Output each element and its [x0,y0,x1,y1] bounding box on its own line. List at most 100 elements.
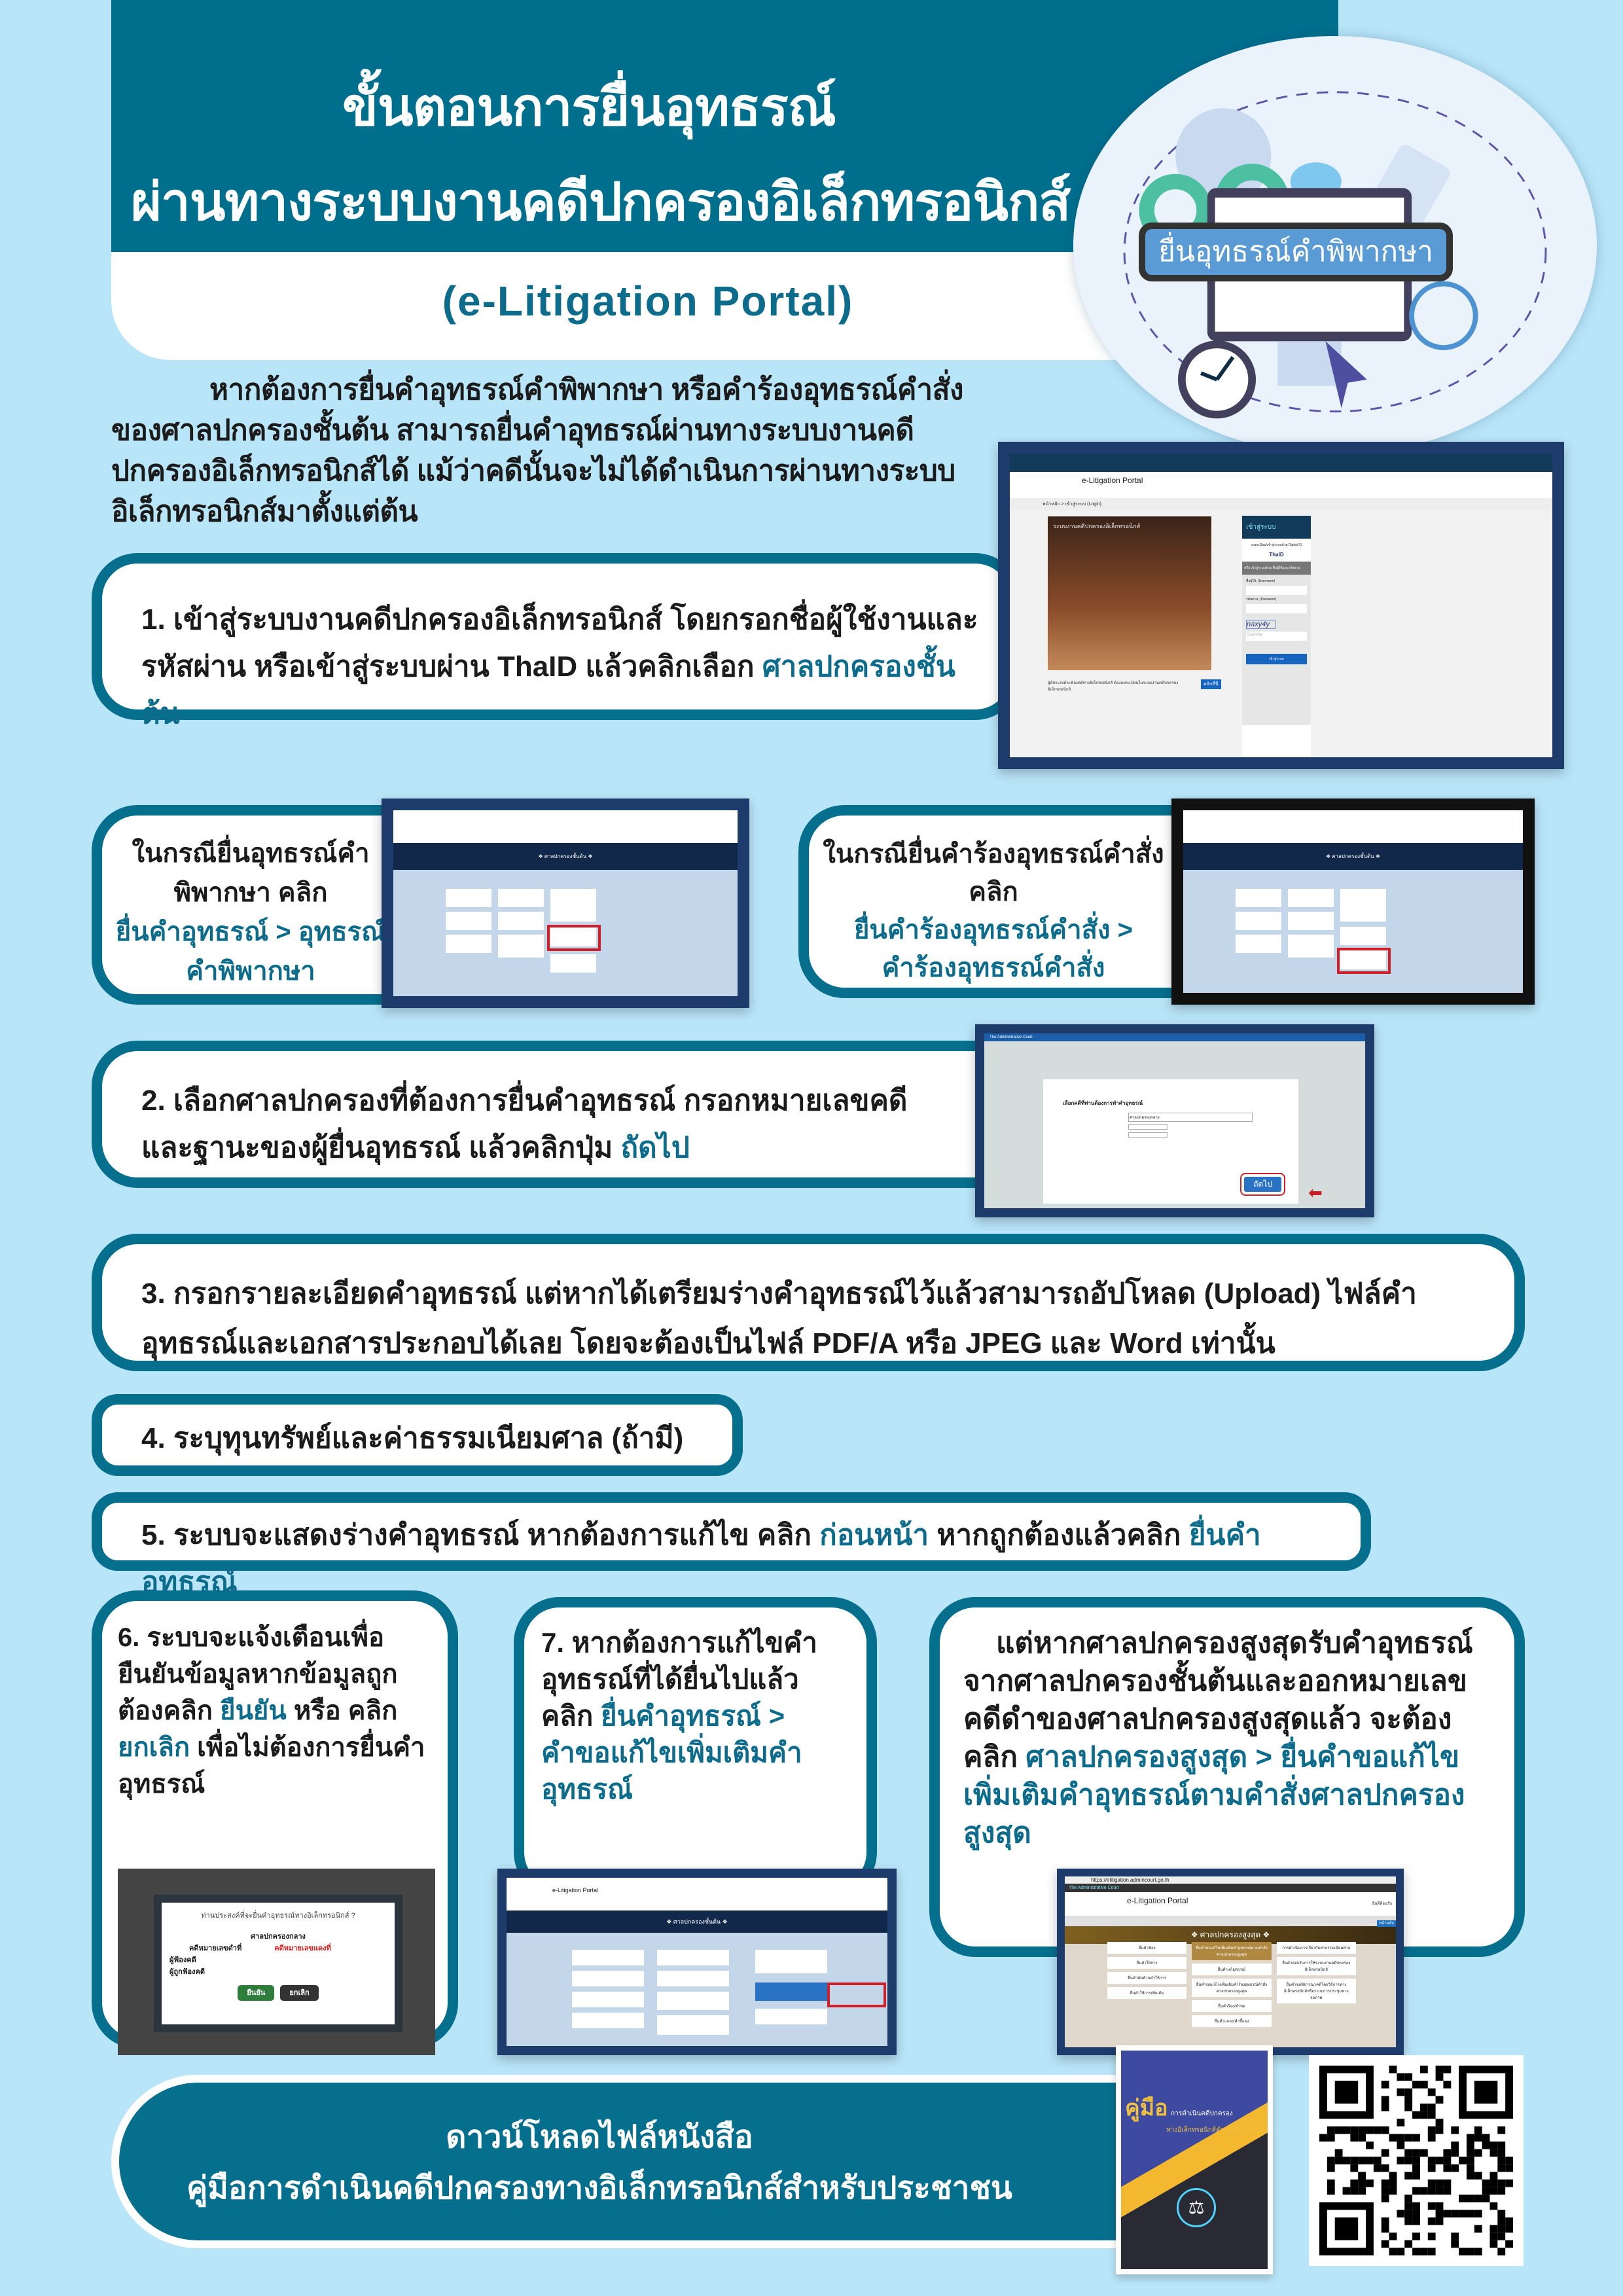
dialog-black-no: คดีหมายเลขดำที่ [189,1945,242,1952]
book-title-sub: ทางอิเล็กทรอนิกส์สำหรับประชาชน [1166,2126,1264,2134]
supreme-menu-grid: ยื่นคำฟ้องยื่นคำให้การยื่นคำคัดค้านคำให้… [1107,1942,1356,2027]
judgment-case-text: ในกรณียื่นอุทธรณ์คำพิพากษา คลิก [132,839,370,907]
step3-box: 3. กรอกรายละเอียดคำอุทธรณ์ แต่หากได้เตรี… [92,1234,1525,1371]
step1-text: 1. เข้าสู่ระบบงานคดีปกครองอิเล็กทรอนิกส์… [141,603,978,683]
menu-item[interactable]: ยื่นคำแก้อุทธรณ์ [1192,1964,1272,1975]
password-label: รหัสผ่าน: (Password) [1246,598,1277,601]
dialog-question: ท่านประสงค์ที่จะยื่นคำอุทธรณ์ทางอิเล็กทร… [201,1912,355,1920]
menu-item[interactable]: ยื่นคำตอบรับการใช้ระบบงานคดีปกครองอิเล็ก… [1276,1957,1356,1975]
order-case-path: ยื่นคำร้องอุทธรณ์คำสั่ง > คำร้องอุทธรณ์ค… [853,916,1133,982]
court-menu-screenshot-1: ❖ ศาลปกครองชั้นต้น ❖ [382,798,749,1008]
menu-item[interactable]: ยื่นคำร้อง/คำขอ [1192,2000,1272,2012]
menu-item[interactable]: ยื่นคำขอแก้ไขเพิ่มเติมคำอุทธรณ์ตามคำสั่ง… [1192,1942,1272,1960]
url-bar[interactable]: https://elitigation.admincourt.go.th [1065,1876,1396,1884]
step6-cancel-link: ยกเลิก [118,1733,190,1762]
judgment-case-path: ยื่นคำอุทธรณ์ > อุทธรณ์คำพิพากษา [115,918,386,986]
login-button[interactable]: เข้าสู่ระบบ [1246,654,1307,664]
red-case-field[interactable] [1128,1132,1168,1138]
next-button[interactable]: ถัดไป [1244,1177,1281,1192]
register-text: ผู้ที่ประสงค์จะฟ้องคดีทางอิเล็กทรอนิกส์ … [1048,681,1179,692]
download-line1: ดาวน์โหลดไฟล์หนังสือ [446,2120,753,2155]
menu-item[interactable]: ยื่นคำฟ้อง [1107,1942,1187,1954]
book-title-small: การดำเนินคดีปกครอง [1171,2110,1233,2117]
captcha-input[interactable]: Captcha [1246,632,1307,641]
welcome-text: ยินดีต้อนรับ [1372,1902,1392,1906]
menu-item[interactable]: การดำเนินการเกี่ยวกับค่าธรรมเนียมศาล [1276,1942,1356,1954]
page-title-line1: ขั้นตอนการยื่นอุทธรณ์ [342,78,836,136]
step8-text: แต่หากศาลปกครองสูงสุดรับคำอุทธรณ์จากศาลป… [963,1627,1473,1773]
step7-box: 7. หากต้องการแก้ไขคำอุทธรณ์ที่ได้ยื่นไปแ… [514,1597,877,1898]
dialog-plaintiff: ผู้ฟ้องคดี [169,1956,196,1964]
or-user-label: หรือ เข้าสู่ระบบด้วย ชื่อผู้ใช้และรหัสผ่… [1242,562,1311,575]
captcha-image: naxy4y [1246,620,1275,629]
book-cover[interactable]: คู่มือ การดำเนินคดีปกครอง ทางอิเล็กทรอนิ… [1116,2045,1273,2274]
menu-item[interactable]: ยื่นคำให้การเพิ่มเติม [1107,1987,1187,1999]
supreme-court-screenshot: https://elitigation.admincourt.go.th The… [1057,1869,1404,2055]
supreme-court-title: ❖ ศาลปกครองสูงสุด ❖ [1065,1926,1396,1944]
subtitle-box: (e-Litigation Portal) [111,252,1132,360]
step8-path: ศาลปกครองสูงสุด > ยื่นคำขอแก้ไขเพิ่มเติม… [963,1741,1465,1849]
username-input[interactable] [1246,586,1307,595]
menu-item[interactable]: ยื่นคำแถลง/คำชี้แจง [1192,2015,1272,2027]
step2-highlight: ถัดไป [620,1132,690,1164]
court-menu-title: ❖ ศาลปกครองชั้นต้น ❖ [393,843,738,870]
court-menu-title: ❖ ศาลปกครองชั้นต้น ❖ [507,1910,887,1933]
username-label: ชื่อผู้ใช้: (Username) [1246,579,1275,583]
page-title-line2: ผ่านทางระบบงานคดีปกครองอิเล็กทรอนิกส์ [131,173,1071,231]
appeal-menu-screenshot: e-Litigation Portal ❖ ศาลปกครองชั้นต้น ❖ [497,1869,897,2055]
cancel-button[interactable]: ยกเลิก [280,1985,319,2001]
highlight-box [1337,948,1391,974]
book-title-big: คู่มือ [1125,2096,1168,2121]
dialog-defendant: ผู้ถูกฟ้องคดี [169,1968,205,1976]
step2-box: 2. เลือกศาลปกครองที่ต้องการยื่นคำอุทธรณ์… [92,1041,988,1188]
arrow-left-icon: ⬅ [1308,1183,1323,1202]
step5-box: 5. ระบบจะแสดงร่างคำอุทธรณ์ หากต้องการแก้… [92,1492,1371,1598]
home-button[interactable]: หน้าหลัก [1377,1920,1396,1927]
click-here-button[interactable]: คลิกที่นี่ [1201,679,1221,689]
step1-box: 1. เข้าสู่ระบบงานคดีปกครองอิเล็กทรอนิกส์… [92,553,1021,730]
login-screenshot: e-Litigation Portal หน้าหลัก > เข้าสู่ระ… [998,442,1564,769]
site-header: The Administrative Court [1065,1884,1396,1892]
menu-item[interactable]: ยื่นคำคัดค้านคำให้การ [1107,1972,1187,1984]
banner-image: ระบบงานคดีปกครองอิเล็กทรอนิกส์ [1048,516,1211,670]
qr-code-icon [1319,2066,1513,2255]
scales-icon: ⚖ [1177,2188,1216,2227]
step7-text: 7. หากต้องการแก้ไขคำอุทธรณ์ที่ได้ยื่นไปแ… [541,1627,817,1731]
order-case-box: ในกรณียื่นคำร้องอุทธรณ์คำสั่ง คลิก ยื่นค… [798,805,1178,998]
form-heading: เลือกคดีที่ท่านต้องการทำคำอุทธรณ์ [1063,1100,1143,1106]
court-menu-screenshot-2: ❖ ศาลปกครองชั้นต้น ❖ [1171,798,1535,1005]
dialog-court: ศาลปกครองกลาง [251,1933,306,1941]
digital-id-label: ลงทะเบียน/เข้าสู่ระบบด้วย Digital ID [1251,543,1302,547]
step6-text: 6. ระบบจะแจ้งเตือนเพื่อยืนยันข้อมูลหากข้… [118,1623,398,1725]
step4-box: 4. ระบุทุนทรัพย์และค่าธรรมเนียมศาล (ถ้าม… [92,1394,743,1476]
case-form-screenshot: The Administrative Court เลือกคดีที่ท่าน… [975,1024,1374,1217]
site-header: The Administrative Court [984,1033,1365,1041]
step5-text: 5. ระบบจะแสดงร่างคำอุทธรณ์ หากต้องการแก้… [141,1519,820,1551]
confirm-button[interactable]: ยืนยัน [238,1985,275,2001]
highlight-box [547,925,601,951]
confirm-dialog-screenshot: ท่านประสงค์ที่จะยื่นคำอุทธรณ์ทางอิเล็กทร… [118,1869,435,2055]
black-case-field[interactable] [1128,1124,1168,1130]
qr-code[interactable] [1309,2055,1524,2266]
illustration-circle: ยื่นอุทธรณ์คำพิพากษา [1073,36,1597,455]
step2-text: 2. เลือกศาลปกครองที่ต้องการยื่นคำอุทธรณ์… [141,1085,908,1164]
download-banner[interactable]: ดาวน์โหลดไฟล์หนังสือ คู่มือการดำเนินคดีป… [111,2075,1224,2248]
menu-item[interactable]: ยื่นคำขอพิจารณาคดีโดยวิธีการทางอิเล็กทรอ… [1276,1979,1356,2003]
menu-item[interactable]: ยื่นคำให้การ [1107,1957,1187,1969]
judgment-case-box: ในกรณียื่นอุทธรณ์คำพิพากษา คลิก ยื่นคำอุ… [92,805,399,1005]
password-input[interactable] [1246,604,1307,613]
step6-text-3: เพื่อไม่ต้องการยื่นคำอุทธรณ์ [118,1733,425,1799]
step1-highlight: ศาลปกครองชั้นต้น [141,651,955,730]
page-subtitle: (e-Litigation Portal) [442,278,854,325]
portal-name: e-Litigation Portal [1010,471,1552,498]
thaid-button[interactable]: ThaID [1269,552,1284,558]
order-case-text: ในกรณียื่นคำร้องอุทธรณ์คำสั่ง คลิก [823,840,1164,906]
step5-text-2: หากถูกต้องแล้วคลิก [929,1519,1189,1551]
court-select[interactable]: ศาลปกครองกลาง [1128,1113,1253,1122]
highlight-box [827,1982,886,2007]
login-title: เข้าสู่ระบบ [1242,516,1311,539]
illustration-label: ยื่นอุทธรณ์คำพิพากษา [1139,223,1453,281]
breadcrumb: หน้าหลัก > เข้าสู่ระบบ (Login) [1010,497,1552,511]
menu-item[interactable]: ยื่นคำขอแก้ไขเพิ่มเติมคำร้องอุทธรณ์คำสั่… [1192,1979,1272,1997]
court-menu-title: ❖ ศาลปกครองชั้นต้น ❖ [1183,843,1523,870]
